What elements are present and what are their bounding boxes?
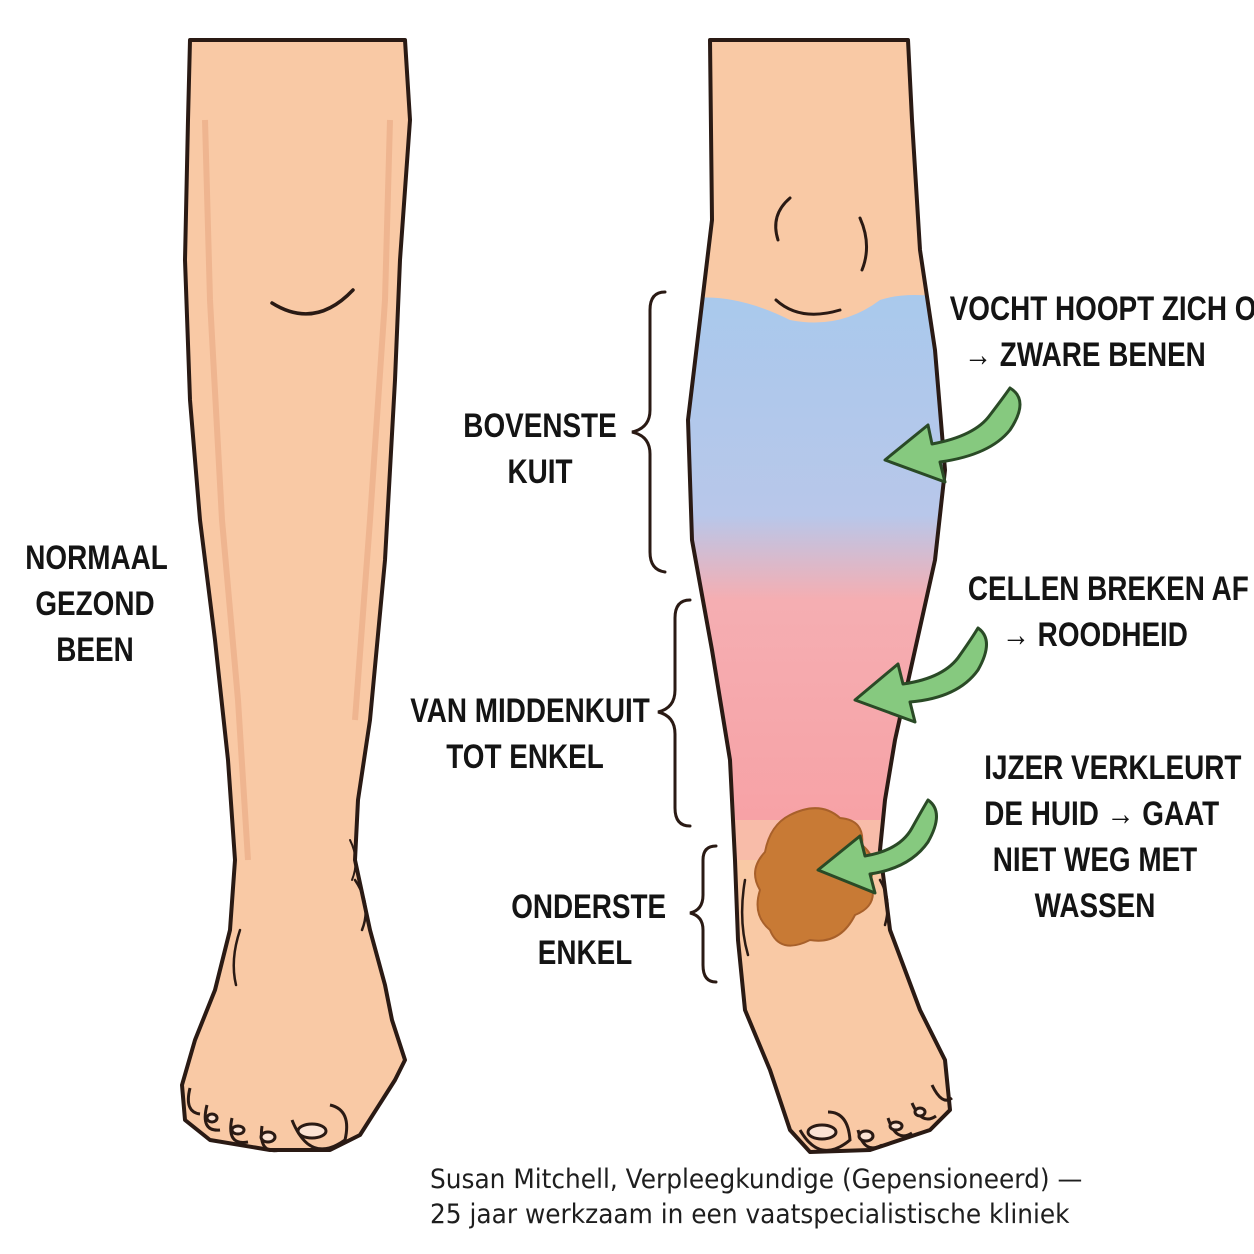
- affected-leg: [686, 38, 953, 1154]
- label-line: → ZWARE BENEN: [964, 336, 1206, 374]
- arrow-vocht: [883, 386, 1022, 484]
- arrow-cellen: [853, 626, 988, 724]
- label-line: VAN MIDDENKUIT: [410, 692, 650, 730]
- label-line: DE HUID → GAAT: [984, 795, 1220, 833]
- label-line: BEEN: [56, 631, 134, 669]
- label-cellen: CELLEN BREKEN AF → ROODHEID: [967, 566, 1249, 658]
- label-bovenste-kuit: BOVENSTE KUIT: [458, 403, 622, 495]
- label-line: VOCHT HOOPT ZICH OP: [949, 290, 1254, 328]
- label-line: WASSEN: [1034, 887, 1156, 925]
- normal-leg: [180, 38, 412, 1153]
- label-onderste-enkel: ONDERSTE ENKEL: [511, 884, 667, 976]
- right-toes: [798, 1084, 953, 1152]
- label-vocht: VOCHT HOOPT ZICH OP → ZWARE BENEN: [949, 286, 1254, 378]
- label-normal-leg: NORMAAL GEZOND BEEN: [25, 535, 168, 673]
- caption-line: Susan Mitchell, Verpleegkundige (Gepensi…: [430, 1164, 1083, 1195]
- label-line: TOT ENKEL: [446, 738, 604, 776]
- label-line: ONDERSTE: [511, 888, 667, 926]
- label-line: KUIT: [507, 453, 573, 491]
- label-line: NORMAAL: [25, 539, 168, 577]
- brace-bovenste: [631, 290, 667, 574]
- label-ijzer: IJZER VERKLEURT DE HUID → GAAT NIET WEG …: [984, 745, 1242, 929]
- label-line: IJZER VERKLEURT: [984, 749, 1242, 787]
- label-line: NIET WEG MET: [992, 841, 1198, 879]
- brace-onderste: [689, 844, 718, 984]
- caption: Susan Mitchell, Verpleegkundige (Gepensi…: [430, 1162, 1083, 1232]
- arrow-ijzer: [816, 798, 938, 895]
- label-line: GEZOND: [35, 585, 155, 623]
- calf-discoloration: [688, 295, 950, 820]
- caption-line: 25 jaar werkzaam in een vaatspecialistis…: [430, 1199, 1070, 1230]
- iron-stain: [754, 807, 875, 947]
- label-line: CELLEN BREKEN AF: [967, 570, 1249, 608]
- brace-middenkuit: [657, 598, 692, 828]
- label-line: → ROODHEID: [1002, 616, 1188, 654]
- label-line: ENKEL: [537, 934, 633, 972]
- label-middenkuit: VAN MIDDENKUIT TOT ENKEL: [410, 688, 650, 780]
- arrows: [816, 386, 1022, 895]
- braces: [631, 290, 718, 984]
- label-line: BOVENSTE: [463, 407, 617, 445]
- left-toes: [186, 1087, 349, 1153]
